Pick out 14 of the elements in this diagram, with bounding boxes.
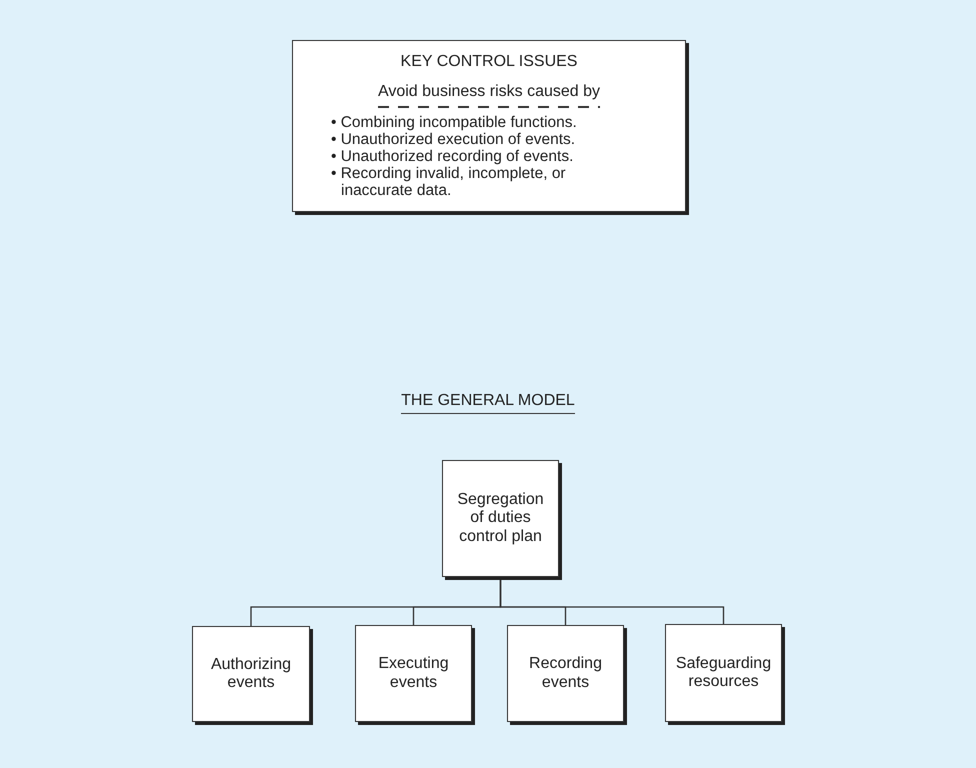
issues-box [292, 40, 686, 212]
bullet-item: • Recording invalid, incomplete, or inaccurate data. [331, 164, 567, 200]
process-box: Safeguarding resources [665, 624, 782, 722]
bullet-item: • Combining incompatible functions. [331, 114, 578, 131]
box-subheading: Avoid business risks caused by [378, 83, 600, 108]
process-box: Executing events [355, 625, 472, 722]
bullet-item: • Unauthorized execution of events. [331, 130, 576, 148]
process-box: Recording events [507, 625, 624, 722]
bullet-item: • Unauthorized recording of events. [331, 148, 574, 165]
process-box: Authorizing events [192, 626, 310, 722]
section-heading: THE GENERAL MODEL [401, 392, 575, 414]
connector-line [500, 577, 724, 624]
box-heading: KEY CONTROL ISSUES [400, 53, 578, 72]
process-box: Segregation of duties control plan [442, 460, 559, 577]
